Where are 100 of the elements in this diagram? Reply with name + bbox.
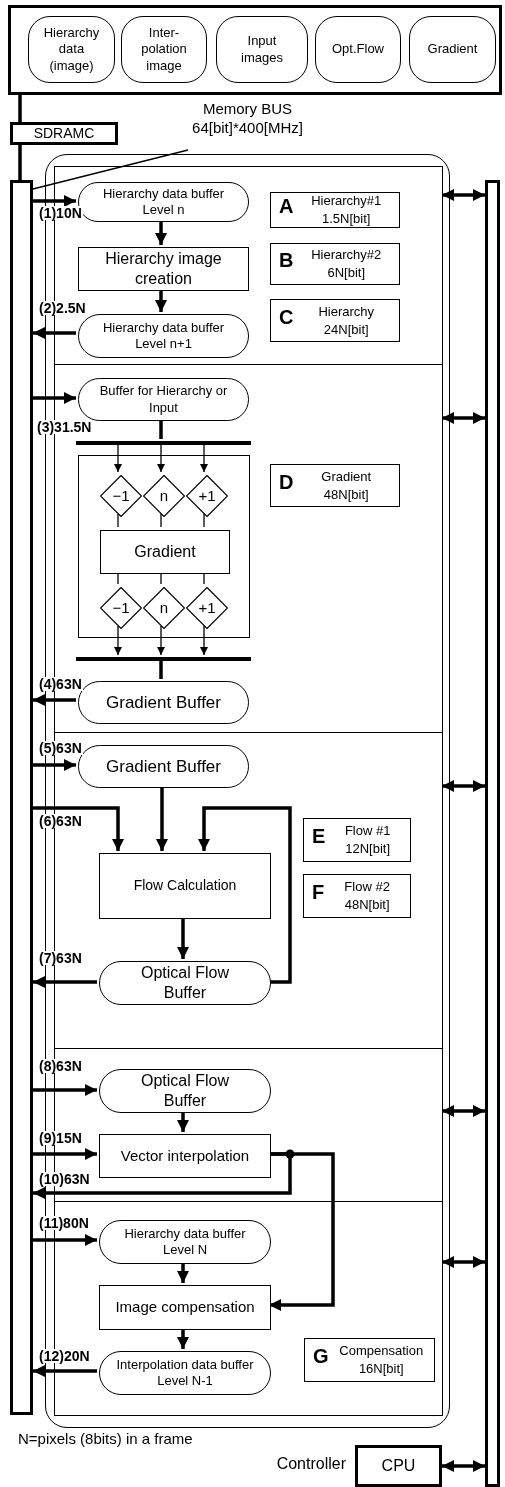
- diamond-label: +1: [198, 485, 216, 506]
- node-label: Interpolation data buffer Level N-1: [115, 1356, 255, 1390]
- box-letter: D: [279, 469, 294, 495]
- rounded-box: [78, 378, 249, 421]
- edge-label: (2)2.5N: [38, 301, 87, 315]
- arrow: [156, 786, 168, 851]
- box-letter: F: [312, 880, 325, 905]
- box-label: Compensation 16N[bit]: [338, 1342, 425, 1378]
- distribution-bar: [76, 657, 251, 661]
- process-box: [99, 1134, 271, 1178]
- decision-diamond: [100, 587, 142, 629]
- box-label: Hierarchy#2 6N[bit]: [310, 246, 383, 282]
- arrow: [33, 1148, 97, 1160]
- node-label: Optical Flow Buffer: [140, 1071, 230, 1111]
- beside-text: Controller: [276, 1454, 346, 1474]
- arrow: [33, 1365, 97, 1377]
- rounded-box: [28, 16, 115, 83]
- distribution-bar: [76, 441, 251, 445]
- box-letter: B: [279, 248, 294, 273]
- edge-label: (3)31.5N: [36, 420, 93, 434]
- arrow: [442, 1105, 485, 1117]
- edge-label: (9)15N: [38, 1131, 83, 1145]
- memory-box: [303, 874, 411, 918]
- node-label: Buffer for Hierarchy or Input: [99, 383, 228, 416]
- decision-diamond: [186, 475, 228, 517]
- arrow: [442, 1460, 485, 1472]
- edge-label: (8)63N: [38, 1059, 83, 1073]
- memory-panel: [8, 5, 502, 95]
- edge-label: (4)63N: [38, 677, 83, 691]
- rounded-box: [99, 1069, 271, 1113]
- node-label: SDRAMC: [33, 124, 95, 143]
- decision-diamond: [186, 587, 228, 629]
- memory-box: [303, 818, 411, 862]
- arrow: [33, 694, 76, 706]
- process-box: [100, 530, 230, 574]
- rounded-box: [78, 314, 249, 358]
- diamond-label: +1: [198, 597, 216, 618]
- arrow: [442, 780, 485, 792]
- controller-box: [10, 122, 118, 145]
- rounded-box: [99, 1351, 271, 1395]
- edge-label: (11)80N: [38, 1216, 90, 1230]
- node-label: Input images: [240, 33, 284, 66]
- node-label: Inter-polation image: [140, 25, 188, 74]
- process-box: [99, 1285, 271, 1330]
- node-label: Hierarchy data (image): [42, 25, 101, 74]
- bus-label: Memory BUS: [202, 100, 293, 119]
- rounded-box: [409, 16, 496, 83]
- arrow: [33, 759, 76, 771]
- node-label: Optical Flow Buffer: [140, 963, 230, 1003]
- arrow: [155, 289, 167, 312]
- diamond-label: n: [159, 597, 169, 618]
- arrow: [442, 1256, 485, 1268]
- process-box: [99, 853, 271, 919]
- diamond-label: n: [159, 485, 169, 506]
- arrow: [442, 189, 485, 201]
- box-letter: E: [312, 824, 326, 849]
- arrow: [33, 327, 76, 339]
- memory-box: [270, 243, 400, 285]
- decision-diamond: [100, 475, 142, 517]
- box-label: Hierarchy#1 1.5N[bit]: [310, 192, 383, 228]
- memory-box: [270, 299, 400, 342]
- memory-box: [304, 1338, 435, 1382]
- arrow: [33, 392, 76, 404]
- diamond-label: −1: [112, 485, 130, 506]
- node-label: Hierarchy image creation: [104, 249, 223, 289]
- rounded-box: [99, 1220, 271, 1264]
- arrow: [177, 917, 189, 959]
- gradient-unit-box: [78, 455, 250, 638]
- box-label: Gradient 48N[bit]: [320, 467, 373, 504]
- memory-box: [270, 464, 400, 507]
- edge-label: (12)20N: [38, 1349, 91, 1363]
- arrow: [33, 195, 76, 207]
- bus-label: 64[bit]*400[MHz]: [192, 118, 303, 138]
- node-label: Hierarchy data buffer Level n: [101, 185, 226, 219]
- box-label: Hierarchy 24N[bit]: [317, 302, 376, 339]
- arrow: [33, 976, 97, 988]
- edge-label: (6)63N: [38, 814, 83, 828]
- diamond-label: −1: [112, 597, 130, 618]
- arrow: [33, 806, 124, 851]
- arrow: [177, 1328, 189, 1349]
- node-label: Image compensation: [115, 1298, 255, 1317]
- box-label: Flow #2 48N[bit]: [343, 878, 391, 914]
- edge-label: (7)63N: [38, 951, 83, 965]
- arrow: [198, 806, 292, 984]
- rounded-box: [99, 961, 271, 1005]
- edge-label: (5)63N: [38, 741, 83, 755]
- process-box: [78, 247, 249, 291]
- arrow: [177, 1111, 189, 1132]
- node-label: Vector interpolation: [120, 1146, 250, 1166]
- footnote: N=pixels (8bits) in a frame: [18, 1429, 193, 1449]
- decision-diamond: [143, 587, 185, 629]
- leader-line: [32, 149, 189, 190]
- node-label: Opt.Flow: [332, 41, 384, 58]
- node-label: Gradient: [427, 41, 478, 58]
- rounded-box: [216, 16, 308, 83]
- arrow: [177, 1262, 189, 1283]
- decision-diamond: [143, 475, 185, 517]
- node-label: Gradient Buffer: [106, 691, 221, 714]
- node-label: Hierarchy data buffer Level n+1: [101, 319, 226, 353]
- node-label: Hierarchy data buffer Level N: [123, 1225, 247, 1259]
